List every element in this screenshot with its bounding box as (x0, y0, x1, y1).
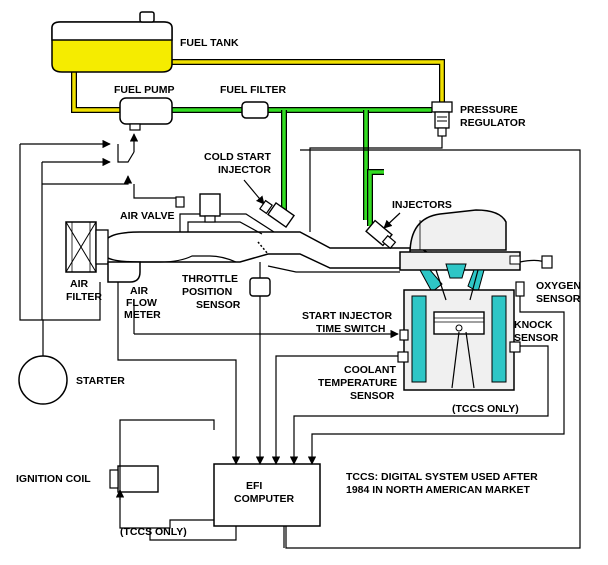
flow-label: FLOW (126, 297, 157, 309)
knock-label: KNOCK (514, 319, 553, 331)
efi-label: EFI (246, 480, 262, 492)
starter-label: STARTER (76, 375, 125, 387)
cold-start-label: COLD START (204, 151, 271, 163)
injector-label: INJECTOR (218, 164, 271, 176)
start-injector-label: START INJECTOR (302, 310, 392, 322)
air-valve (175, 193, 221, 223)
knock-sensor-label: SENSOR (514, 332, 559, 344)
oxygen-label: OXYGEN (536, 280, 581, 292)
time-switch-label: TIME SWITCH (316, 323, 385, 335)
computer-label: COMPUTER (234, 493, 295, 505)
tccs-note-line-2: 1984 IN NORTH AMERICAN MARKET (346, 484, 531, 496)
tps-sensor-label: SENSOR (196, 299, 241, 311)
cold-start-pointer (243, 179, 265, 205)
fuel-tank-label: FUEL TANK (180, 37, 239, 49)
signal-wiring (19, 133, 581, 549)
air-filter (65, 221, 109, 273)
fuel-filter (241, 101, 269, 119)
oxygen-sensor-label: SENSOR (536, 293, 581, 305)
fuel-pump-label: FUEL PUMP (114, 84, 174, 96)
ignition-coil-label: IGNITION COIL (16, 473, 91, 485)
meter-label: METER (124, 309, 161, 321)
fuel-return-line (71, 59, 445, 113)
fuel-pump (119, 97, 173, 131)
engine (397, 209, 553, 391)
starter (18, 355, 68, 405)
position-label: POSITION (182, 286, 232, 298)
fuel-filter-label: FUEL FILTER (220, 84, 287, 96)
tccs-only-bottom-label: (TCCS ONLY) (120, 526, 187, 538)
injectors-pointer (383, 212, 401, 229)
ignition-coil (109, 465, 159, 493)
air-flow-meter (107, 261, 141, 283)
temperature-label: TEMPERATURE (318, 377, 397, 389)
tccs-only-right-label: (TCCS ONLY) (452, 403, 519, 415)
coolant-sensor-label: SENSOR (350, 390, 395, 402)
air-valve-label: AIR VALVE (120, 210, 174, 222)
regulator-vacuum-line (309, 136, 443, 232)
throttle-label: THROTTLE (182, 273, 238, 285)
air-flow-label: AIR (130, 285, 149, 297)
cold-start-injector (259, 199, 296, 229)
throttle-position-sensor (249, 262, 271, 297)
air-label: AIR (70, 278, 89, 290)
fuel-tank (51, 11, 173, 73)
filter-label: FILTER (66, 291, 102, 303)
coolant-label: COOLANT (344, 364, 396, 376)
injectors-label: INJECTORS (392, 199, 452, 211)
regulator-label: REGULATOR (460, 117, 526, 129)
efi-computer (213, 463, 321, 527)
pressure-label: PRESSURE (460, 104, 518, 116)
fuel-pressure-line (172, 107, 432, 226)
pressure-regulator (431, 101, 453, 137)
tccs-note-line-1: TCCS: DIGITAL SYSTEM USED AFTER (346, 471, 538, 483)
